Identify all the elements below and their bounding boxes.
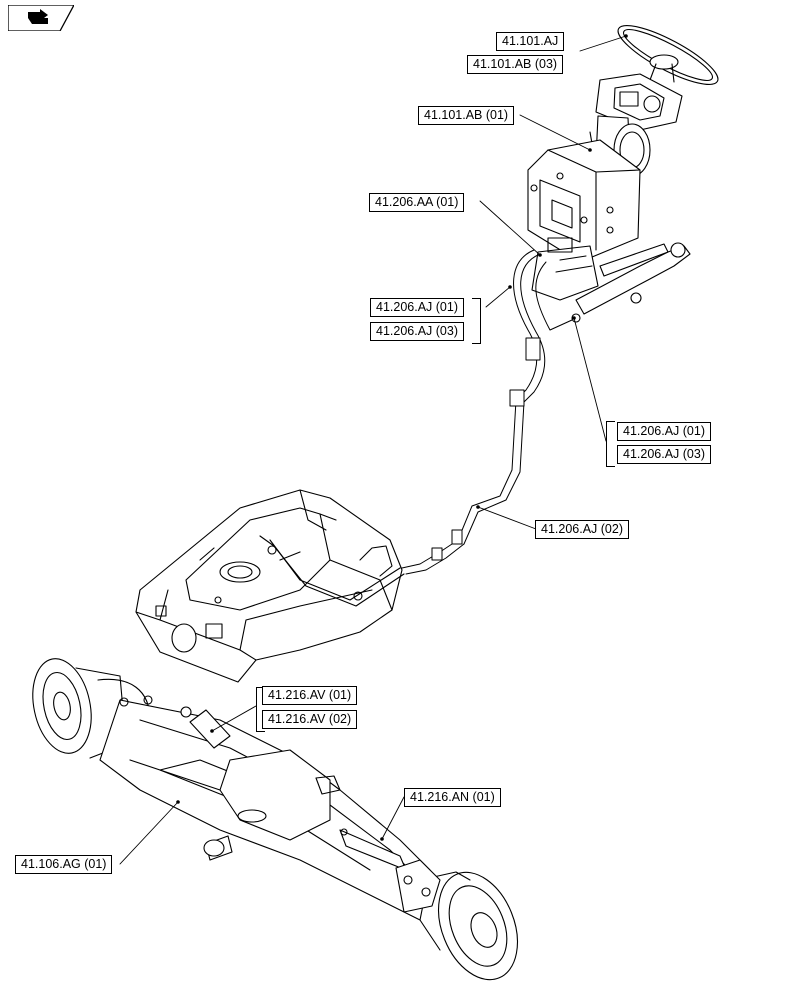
callout-41-206-aa-01[interactable]: 41.206.AA (01) bbox=[369, 193, 465, 212]
steering-column bbox=[527, 73, 683, 263]
front-support-frame bbox=[135, 489, 405, 683]
leader-dots bbox=[176, 34, 628, 841]
bracket-216-av bbox=[256, 687, 265, 732]
callout-41-206-aj-03-right[interactable]: 41.206.AJ (03) bbox=[617, 445, 711, 464]
callout-41-216-av-02[interactable]: 41.216.AV (02) bbox=[262, 710, 358, 729]
callout-41-216-an-01[interactable]: 41.216.AN (01) bbox=[404, 788, 501, 807]
leader-lines bbox=[119, 35, 627, 865]
steering-wheel bbox=[617, 25, 719, 85]
callout-41-106-ag-01[interactable]: 41.106.AG (01) bbox=[15, 855, 113, 874]
back-nav-button[interactable] bbox=[7, 4, 76, 32]
callout-41-206-aj-02[interactable]: 41.206.AJ (02) bbox=[535, 520, 629, 539]
callout-41-101-ab-01[interactable]: 41.101.AB (01) bbox=[418, 106, 515, 125]
callout-41-206-aj-03-left[interactable]: 41.206.AJ (03) bbox=[370, 322, 464, 341]
callout-41-206-aj-01-left[interactable]: 41.206.AJ (01) bbox=[370, 298, 464, 317]
callout-41-216-av-01[interactable]: 41.216.AV (01) bbox=[262, 686, 358, 705]
bracket-206-aj-right bbox=[606, 421, 615, 467]
bracket-206-aj-left bbox=[472, 298, 481, 344]
steering-valve bbox=[531, 237, 691, 323]
callout-41-101-ab-03[interactable]: 41.101.AB (03) bbox=[467, 55, 564, 74]
back-arrow-icon bbox=[7, 4, 76, 32]
callout-41-206-aj-01-right[interactable]: 41.206.AJ (01) bbox=[617, 422, 711, 441]
callout-41-101-aj[interactable]: 41.101.AJ bbox=[496, 32, 565, 51]
